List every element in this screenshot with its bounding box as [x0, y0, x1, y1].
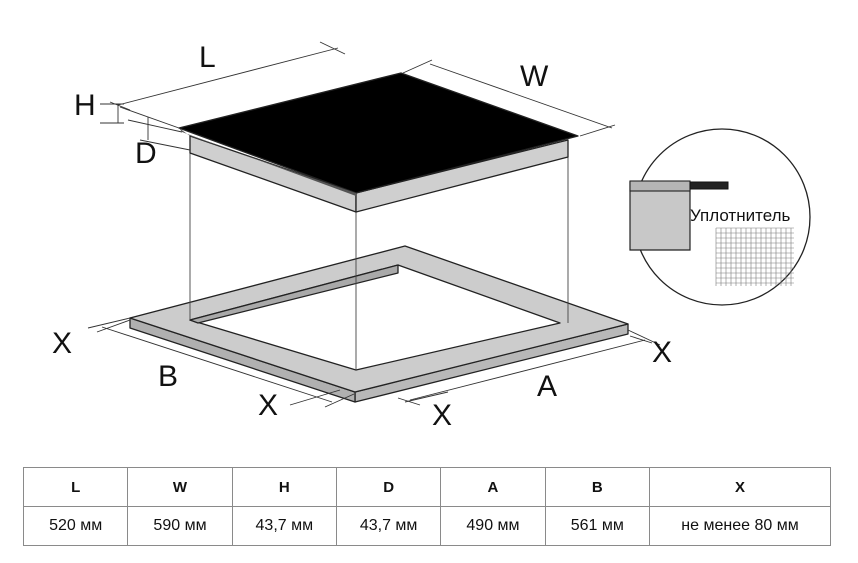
table-values-row: 520 мм 590 мм 43,7 мм 43,7 мм 490 мм 561… — [22, 506, 831, 546]
table-header-cell: H — [231, 467, 337, 507]
countertop-cutout-frame — [129, 245, 629, 403]
table-header-cell: X — [649, 467, 831, 507]
label-A: A — [537, 370, 557, 403]
label-W: W — [520, 60, 549, 93]
table-value-cell: 490 мм — [440, 506, 546, 546]
hob-glass-top — [178, 72, 579, 194]
table-value-cell: 590 мм — [127, 506, 233, 546]
inset-seal-label: Уплотнитель — [690, 206, 791, 225]
table-value-cell: 43,7 мм — [335, 506, 442, 546]
table-header-cell: L — [22, 467, 129, 507]
inset-seal-strip — [689, 181, 729, 190]
table-header-cell: W — [127, 467, 233, 507]
table-header-cell: A — [440, 467, 546, 507]
inset-countertop-section — [629, 181, 691, 251]
inset-hob-edge — [629, 180, 691, 192]
hob-installation-diagram: L W H D B A X X X X — [52, 41, 811, 432]
label-L: L — [199, 41, 216, 74]
label-X-right: X — [652, 336, 672, 369]
table-value-cell: 561 мм — [544, 506, 651, 546]
hob-glass-edge — [179, 128, 356, 196]
label-H: H — [74, 89, 96, 122]
dimension-H-D — [100, 103, 191, 151]
label-X-front-right: X — [432, 399, 452, 432]
table-value-cell: не менее 80 мм — [649, 506, 831, 546]
dimensions-table: L W H D A B X 520 мм 590 мм 43,7 мм 43,7… — [22, 467, 831, 546]
table-value-cell: 520 мм — [22, 506, 129, 546]
seal-mesh-pattern — [715, 227, 794, 286]
frame-inner-lip — [189, 264, 399, 324]
table-header-cell: B — [544, 467, 651, 507]
label-X-front-left: X — [258, 389, 278, 422]
label-X-left: X — [52, 327, 72, 360]
dimension-W — [402, 59, 616, 137]
table-header-row: L W H D A B X — [22, 467, 831, 507]
projection-lines — [189, 143, 569, 370]
table-value-cell: 43,7 мм — [231, 506, 337, 546]
dimension-L — [109, 41, 346, 129]
dimension-B — [96, 319, 355, 408]
dimension-X-lines — [87, 317, 661, 406]
hob-unit — [178, 72, 579, 213]
seal-detail-inset: Уплотнитель — [629, 128, 811, 306]
label-B: B — [158, 360, 178, 393]
hob-body-right — [355, 139, 569, 213]
label-D: D — [135, 137, 157, 170]
table-header-cell: D — [335, 467, 442, 507]
